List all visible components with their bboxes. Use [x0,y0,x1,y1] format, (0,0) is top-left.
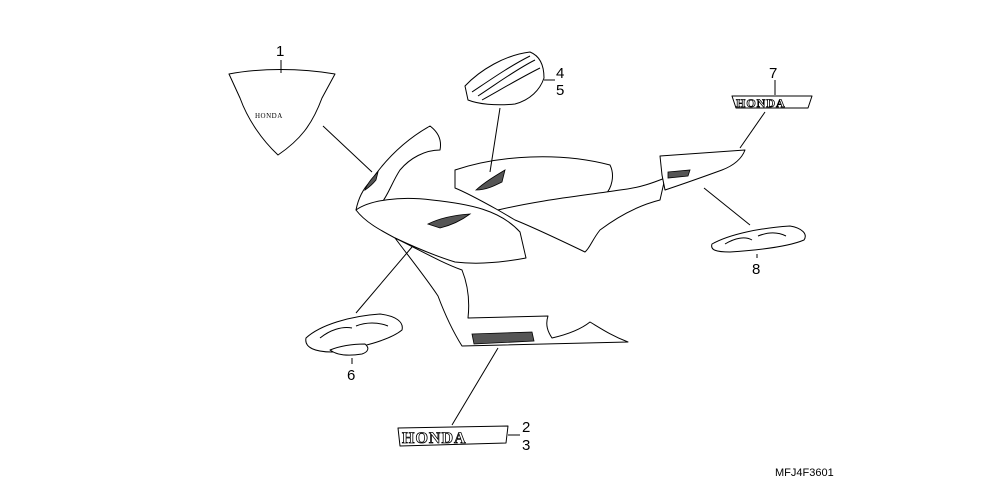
callout-2: 2 [522,419,530,436]
callout-5: 5 [556,82,564,99]
callout-1: 1 [276,43,284,60]
leader-line-7b [739,111,766,149]
callout-7: 7 [769,65,777,82]
lower-cowl-logo-text: HONDA [402,430,467,447]
part-7-tail-emblem[interactable]: HONDA [731,95,813,110]
callout-3: 3 [522,437,530,454]
part-4-5-tank-wing-emblem[interactable] [464,51,545,106]
part-2-3-lower-cowl-emblem[interactable]: HONDA [397,425,509,447]
part-6-script-decal[interactable] [305,313,403,356]
windscreen-logo-text: HONDA [255,112,283,120]
part-8-tail-script-decal[interactable] [711,225,806,253]
part-1-windscreen-decal[interactable]: HONDA [228,69,336,156]
leader-line-2 [451,347,499,426]
leader-line-6 [355,246,413,314]
diagram-code: MFJ4F3601 [775,467,834,479]
leader-line-1b [322,125,373,173]
callout-6: 6 [347,367,355,384]
cowl-wing-decal [426,213,472,229]
tank-wing-decal [474,169,506,191]
motorcycle-fairing-outline [355,125,746,347]
tail-logo-text: HONDA [736,96,786,110]
leader-line-4b [489,107,501,173]
callout-8: 8 [752,261,760,278]
leader-line-8 [703,187,751,226]
callout-4: 4 [556,65,564,82]
